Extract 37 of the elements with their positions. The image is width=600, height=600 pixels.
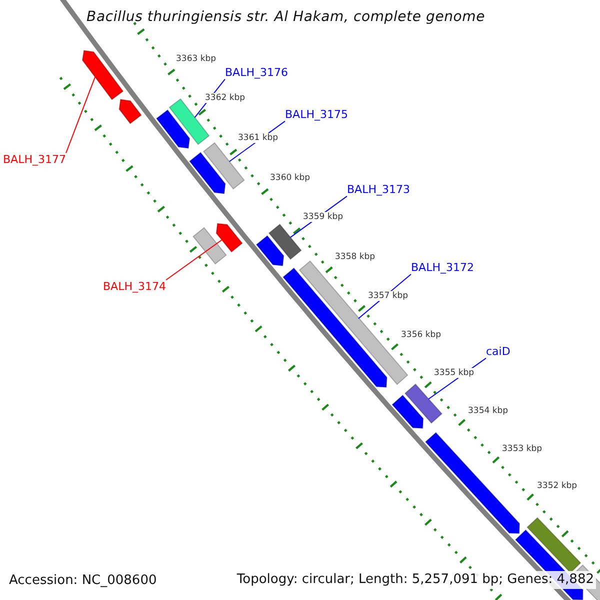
scale-label: 3354 kbp bbox=[468, 406, 508, 416]
gene-label: BALH_3176 bbox=[225, 66, 288, 80]
gene-label: BALH_3172 bbox=[411, 261, 474, 274]
gene-feature bbox=[256, 235, 284, 266]
scale-label: 3357 kbp bbox=[368, 291, 408, 302]
leader-line bbox=[166, 240, 222, 280]
gene-feature bbox=[282, 267, 388, 388]
gene-feature bbox=[188, 152, 226, 194]
summary-text: Topology: circular; Length: 5,257,091 bp; Genes: 4,882 bbox=[234, 571, 596, 589]
scale-label: 3353 kbp bbox=[502, 444, 542, 454]
gene-feature bbox=[526, 517, 582, 574]
gene-label: BALH_3174 bbox=[103, 280, 166, 294]
scale-label: 3358 kbp bbox=[335, 252, 376, 262]
gene-label: BALH_3175 bbox=[285, 108, 348, 122]
gene-feature bbox=[202, 142, 245, 190]
accession-text: Accession: NC_008600 bbox=[9, 573, 157, 589]
gene-feature bbox=[192, 227, 227, 265]
gene-feature bbox=[156, 109, 190, 149]
scale-label: 3355 kbp bbox=[434, 368, 474, 378]
scale-label: 3361 kbp bbox=[238, 133, 278, 144]
gene-feature bbox=[404, 383, 443, 424]
gene-feature bbox=[216, 222, 243, 253]
gene-feature bbox=[268, 224, 302, 260]
scale-label: 3356 kbp bbox=[401, 330, 442, 340]
scale-label: 3360 kbp bbox=[270, 173, 310, 184]
gene-feature bbox=[118, 98, 142, 124]
gene-label: BALH_3177 bbox=[3, 153, 66, 166]
title: Bacillus thuringiensis str. Al Hakam, complete genome bbox=[86, 9, 486, 26]
gene-label: caiD bbox=[486, 345, 510, 358]
leader-line bbox=[66, 76, 96, 154]
scale-label: 3362 kbp bbox=[205, 93, 246, 104]
gene-feature bbox=[82, 50, 124, 100]
scale-label: 3363 kbp bbox=[176, 54, 216, 64]
scale-label: 3359 kbp bbox=[303, 212, 344, 222]
scale-label: 3352 kbp bbox=[537, 481, 578, 492]
gene-feature bbox=[392, 394, 424, 429]
gene-label: BALH_3173 bbox=[347, 183, 410, 196]
